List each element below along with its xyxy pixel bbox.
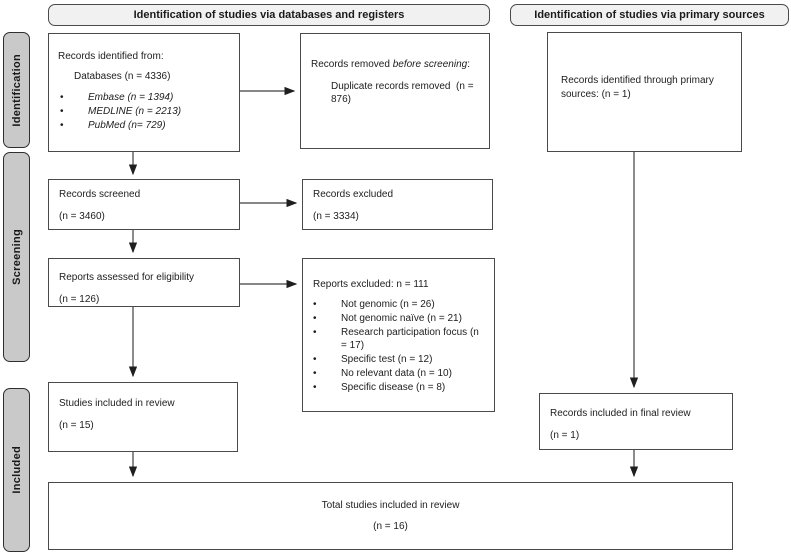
studies-included-title: Studies included in review — [59, 398, 175, 409]
reason-specific-test: Specific test (n = 12) — [341, 354, 433, 365]
records-screened-count: (n = 3460) — [59, 211, 105, 222]
records-removed-title-italic: before screening — [392, 59, 468, 70]
records-screened-title: Records screened — [59, 189, 141, 200]
reason-not-genomic-naive: Not genomic naïve (n = 21) — [341, 313, 462, 324]
primary-identified-text: Records identified through primary sourc… — [561, 75, 714, 100]
reason-not-genomic: Not genomic (n = 26) — [341, 299, 435, 310]
bullet-icon: • — [313, 382, 317, 393]
bullet-icon: • — [60, 106, 64, 117]
list-item: • Not genomic (n = 26) — [313, 298, 486, 311]
box-records-removed: Records removed before screening: Duplic… — [300, 33, 490, 149]
reason-specific-disease: Specific disease (n = 8) — [341, 382, 446, 393]
header-databases-registers: Identification of studies via databases … — [48, 4, 490, 26]
box-studies-included: Studies included in review (n = 15) — [48, 382, 238, 452]
list-item: • Specific disease (n = 8) — [313, 381, 486, 394]
stage-label-included: Included — [3, 388, 30, 552]
box-records-identified: Records identified from: Databases (n = … — [48, 33, 240, 152]
bullet-icon: • — [313, 327, 317, 338]
box-primary-identified: Records identified through primary sourc… — [547, 32, 742, 152]
records-identified-databases-count: Databases (n = 4336) — [74, 71, 171, 82]
list-item: • Specific test (n = 12) — [313, 353, 486, 366]
total-included-title: Total studies included in review — [321, 500, 460, 511]
list-item: • Embase (n = 1394) — [58, 91, 233, 104]
reports-assessed-title: Reports assessed for eligibility — [59, 272, 195, 283]
stage-label-identification-text: Identification — [10, 53, 23, 127]
list-item: • Research participation focus (n = 17) — [313, 326, 486, 352]
list-item: • Not genomic naïve (n = 21) — [313, 312, 486, 325]
header-primary-sources: Identification of studies via primary so… — [510, 4, 789, 26]
list-item: • MEDLINE (n = 2213) — [58, 105, 233, 118]
bullet-icon: • — [313, 354, 317, 365]
reason-research-participation: Research participation focus (n = 17) — [341, 327, 479, 351]
records-identified-title: Records identified from: — [58, 51, 164, 62]
list-item: • No relevant data (n = 10) — [313, 367, 486, 380]
bullet-icon: • — [313, 299, 317, 310]
bullet-icon: • — [313, 313, 317, 324]
source-pubmed: PubMed (n= 729) — [88, 120, 166, 131]
reports-assessed-count: (n = 126) — [59, 294, 100, 305]
bullet-icon: • — [60, 120, 64, 131]
records-removed-detail: Duplicate records removed (n = 876) — [331, 81, 477, 105]
reports-excluded-title: Reports excluded: n = 111 — [313, 279, 429, 290]
stage-label-screening-text: Screening — [10, 229, 23, 285]
box-reports-excluded: Reports excluded: n = 111 • Not genomic … — [302, 258, 495, 412]
source-medline: MEDLINE (n = 2213) — [88, 106, 182, 117]
stage-label-identification: Identification — [3, 32, 30, 148]
box-total-included: Total studies included in review (n = 16… — [48, 482, 733, 550]
total-included-count: (n = 16) — [373, 521, 408, 532]
reports-excluded-reason-list: • Not genomic (n = 26) • Not genomic naï… — [313, 298, 486, 394]
final-review-title: Records included in final review — [550, 408, 691, 419]
bullet-icon: • — [313, 368, 317, 379]
stage-label-screening: Screening — [3, 152, 30, 362]
source-embase: Embase (n = 1394) — [88, 92, 174, 103]
records-removed-title: Records removed before screening: — [311, 58, 481, 71]
final-review-count: (n = 1) — [550, 430, 580, 441]
box-reports-assessed: Reports assessed for eligibility (n = 12… — [48, 258, 240, 307]
records-removed-title-suffix: : — [467, 59, 470, 70]
box-records-excluded: Records excluded (n = 3334) — [302, 179, 493, 230]
box-final-review: Records included in final review (n = 1) — [539, 393, 733, 450]
stage-label-included-text: Included — [10, 446, 23, 494]
reason-no-relevant-data: No relevant data (n = 10) — [341, 368, 452, 379]
studies-included-count: (n = 15) — [59, 420, 94, 431]
records-excluded-title: Records excluded — [313, 189, 394, 200]
box-records-screened: Records screened (n = 3460) — [48, 179, 240, 230]
list-item: • PubMed (n= 729) — [58, 119, 233, 132]
records-identified-source-list: • Embase (n = 1394) • MEDLINE (n = 2213)… — [58, 91, 233, 132]
bullet-icon: • — [60, 92, 64, 103]
records-removed-title-prefix: Records removed — [311, 59, 393, 70]
records-excluded-count: (n = 3334) — [313, 211, 359, 222]
